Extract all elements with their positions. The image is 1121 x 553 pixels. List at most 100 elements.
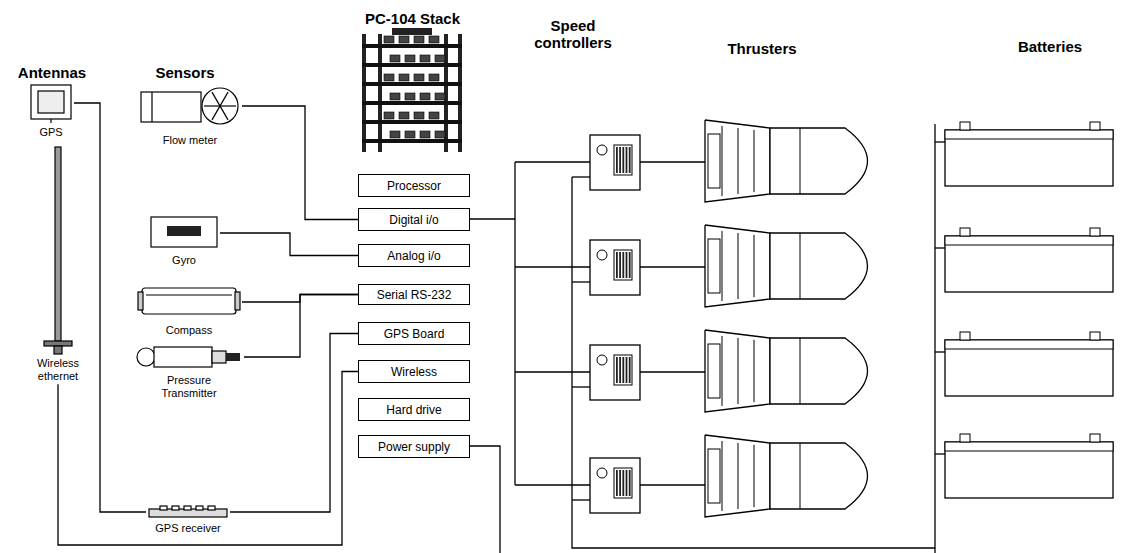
control-wire <box>515 484 590 485</box>
column-heading: Thrusters <box>712 40 812 57</box>
body-seam <box>800 233 801 299</box>
pressure-body <box>154 347 212 367</box>
heatsink-fin <box>626 470 628 496</box>
shroud-band <box>754 130 755 192</box>
shroud-band <box>754 235 755 297</box>
heatsink-fin <box>622 470 624 496</box>
thruster-shroud <box>705 225 770 307</box>
stack-chip <box>429 36 439 43</box>
heatsink-fin <box>619 147 621 173</box>
stack-chip <box>414 112 424 119</box>
thruster-shroud <box>705 435 770 517</box>
stack-post <box>362 34 366 152</box>
stack-board-box: Wireless <box>358 360 470 383</box>
battery-bus <box>934 124 935 553</box>
compass-end <box>138 292 143 310</box>
gps-antenna-case <box>31 85 71 119</box>
power-wire <box>470 446 500 553</box>
flow-meter-seam <box>151 92 152 122</box>
gps-antenna-face <box>38 91 64 113</box>
thruster <box>705 330 868 412</box>
device-icon <box>148 214 220 252</box>
antenna-base <box>44 341 72 346</box>
thruster <box>705 435 868 517</box>
controller-heatsink <box>614 145 632 175</box>
battery-terminal <box>1090 332 1100 340</box>
heatsink-fin <box>622 147 624 173</box>
shroud-ring <box>708 449 720 503</box>
battery-lid <box>945 442 1113 451</box>
control-bus <box>514 162 515 485</box>
stack-chip <box>384 36 394 43</box>
battery-case <box>945 130 1113 186</box>
stack-board-box: Power supply <box>358 435 470 458</box>
battery-wire <box>935 351 945 352</box>
speed-controller <box>590 345 640 400</box>
board-label: Hard drive <box>386 403 441 417</box>
device-icon <box>136 282 242 322</box>
stack-chip <box>399 112 409 119</box>
controller-led <box>597 468 607 478</box>
pressure-cap <box>137 348 155 366</box>
shroud-ring <box>708 134 720 188</box>
gyro-case <box>151 217 217 247</box>
heatsink-fin <box>626 357 628 383</box>
antenna-foot <box>54 346 62 354</box>
battery-terminal <box>1090 122 1100 130</box>
stack-chip <box>429 74 439 81</box>
compass-case <box>142 288 236 314</box>
controller-case <box>590 458 640 513</box>
board-label: Power supply <box>378 440 450 454</box>
pressure-fitting <box>226 353 240 361</box>
motor-wire <box>640 161 705 162</box>
stack-chip <box>405 55 415 62</box>
battery-terminal <box>960 332 970 340</box>
signal-wire <box>242 106 358 220</box>
battery-case <box>945 340 1113 396</box>
stack-board <box>362 63 462 67</box>
battery <box>945 332 1113 396</box>
controller-heatsink <box>614 468 632 498</box>
thruster-body <box>770 443 868 509</box>
battery-terminal <box>960 122 970 130</box>
signal-wire <box>244 295 358 358</box>
speed-controller <box>590 240 640 295</box>
stack-chip <box>399 36 409 43</box>
shroud-ring <box>708 344 720 398</box>
body-seam <box>800 443 801 509</box>
gps-antenna-stand <box>50 119 51 123</box>
controller-heatsink <box>614 355 632 385</box>
board-label: Digital i/o <box>389 213 438 227</box>
heatsink-fin <box>616 357 618 383</box>
heatsink-fin <box>619 470 621 496</box>
control-wire <box>470 218 515 219</box>
battery-terminal <box>1090 434 1100 442</box>
stack-board <box>362 44 462 48</box>
signal-wire <box>58 372 358 546</box>
battery-lid <box>945 340 1113 349</box>
stack-board <box>362 82 462 86</box>
shroud-band <box>754 445 755 507</box>
receiver-socket <box>184 506 191 510</box>
stack-chip <box>420 93 430 100</box>
device-icon <box>146 504 230 520</box>
device-icon <box>18 145 98 355</box>
device-icon <box>138 80 242 132</box>
column-heading: Batteries <box>1004 38 1096 55</box>
stack-board <box>362 101 462 105</box>
shroud-band <box>754 340 755 402</box>
heatsink-fin <box>619 252 621 278</box>
battery-lid <box>945 130 1113 139</box>
device-icon <box>134 342 244 372</box>
battery-case <box>945 236 1113 292</box>
board-label: Analog i/o <box>387 249 440 263</box>
device-icon <box>28 82 74 124</box>
stack-chip <box>384 112 394 119</box>
stack-chip <box>390 93 400 100</box>
control-wire <box>515 266 590 267</box>
signal-wire <box>74 103 146 512</box>
column-heading: Antennas <box>10 64 94 81</box>
heatsink-fin <box>616 470 618 496</box>
body-seam <box>800 338 801 404</box>
